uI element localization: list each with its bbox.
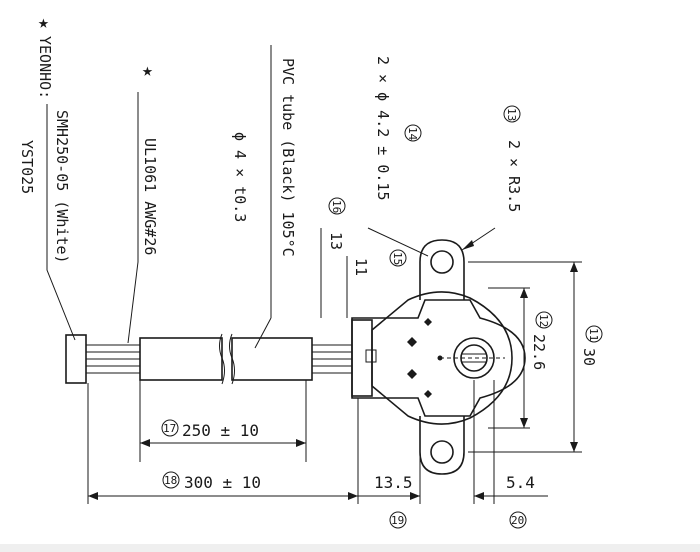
connector-part-label: YST025 bbox=[18, 140, 36, 194]
motor-outline bbox=[351, 299, 526, 417]
dim-13-5-label: 13.5 bbox=[374, 473, 413, 492]
len-250-label: 250 ± 10 bbox=[182, 421, 259, 440]
len-300-arrow-left bbox=[88, 492, 98, 500]
hole-leader bbox=[367, 227, 429, 257]
rivet-1 bbox=[407, 337, 417, 347]
marker-17-circle bbox=[161, 419, 179, 437]
wire-spec-label: UL1061 AWG#26 bbox=[141, 138, 159, 255]
rivet-2 bbox=[407, 369, 417, 379]
marker-19: 19 bbox=[391, 514, 404, 527]
marker-12: 12 bbox=[537, 314, 550, 327]
bottom-mount-hole bbox=[430, 440, 454, 464]
star-mark-brand: ★ bbox=[38, 12, 49, 33]
len-300-label: 300 ± 10 bbox=[184, 473, 261, 492]
len-300-arrow-right bbox=[348, 492, 358, 500]
motor-cover bbox=[371, 291, 513, 425]
dim-22-arrow-top bbox=[520, 288, 528, 298]
tube-break-left bbox=[219, 333, 225, 385]
bottom-mounting-ear bbox=[419, 416, 465, 475]
star-mark-wire: ★ bbox=[142, 60, 153, 81]
marker-16: 16 bbox=[330, 200, 343, 213]
marker-11: 11 bbox=[587, 328, 600, 341]
connector-housing bbox=[65, 334, 87, 384]
motor-cable-gland bbox=[351, 319, 373, 397]
marker-11-circle bbox=[585, 325, 603, 343]
pvc-tube-right bbox=[231, 337, 313, 381]
len-250-arrow-right bbox=[296, 439, 306, 447]
dim-5-4-label: 5.4 bbox=[506, 473, 535, 492]
dim-13-5-arrow bbox=[410, 492, 420, 500]
rivet-3 bbox=[424, 318, 432, 326]
tube-size-label: ϕ 4 × t0.3 bbox=[231, 132, 249, 222]
output-shaft-boss bbox=[453, 337, 495, 379]
marker-19-circle bbox=[389, 511, 407, 529]
marker-14: 14 bbox=[406, 127, 419, 141]
marker-16-circle bbox=[328, 197, 346, 215]
marker-20: 20 bbox=[511, 514, 524, 527]
marker-14-circle bbox=[404, 124, 422, 142]
len-250-arrow-left bbox=[140, 439, 150, 447]
dim-22-6-label: 22.6 bbox=[530, 334, 548, 370]
dim-30-arrow-top bbox=[570, 262, 578, 272]
tube-spec-label: PVC tube (Black) 105°C bbox=[279, 58, 297, 257]
pvc-tube-left bbox=[139, 337, 223, 381]
brand-label: YEONHO: bbox=[36, 36, 54, 99]
dim-22-arrow-bottom bbox=[520, 418, 528, 428]
dim-30-arrow-bottom bbox=[570, 442, 578, 452]
dim-30-label: 30 bbox=[580, 348, 598, 366]
marker-20-circle bbox=[509, 511, 527, 529]
marker-13: 13 bbox=[505, 108, 518, 121]
dim-13-label: 13 bbox=[327, 232, 345, 250]
radius-arrow bbox=[462, 240, 474, 250]
dim-5-4-arrow bbox=[474, 492, 484, 500]
marker-15: 15 bbox=[391, 252, 404, 265]
marker-13-circle bbox=[503, 105, 521, 123]
tube-leader-tip bbox=[254, 317, 272, 349]
gland-window bbox=[365, 349, 377, 363]
marker-18: 18 bbox=[164, 474, 177, 487]
rivet-4 bbox=[424, 390, 432, 398]
marker-18-circle bbox=[162, 471, 180, 489]
bottom-strip bbox=[0, 544, 700, 552]
top-mounting-ear bbox=[419, 239, 465, 300]
wire-leader-tip bbox=[127, 261, 139, 344]
marker-17: 17 bbox=[163, 422, 176, 435]
hole-diameter-label: 2 × ϕ 4.2 ± 0.15 bbox=[374, 56, 392, 201]
top-mount-hole bbox=[430, 250, 454, 274]
dim-11-label: 11 bbox=[352, 258, 370, 276]
marker-15-circle bbox=[389, 249, 407, 267]
marker-12-circle bbox=[535, 311, 553, 329]
connector-leader bbox=[46, 104, 76, 341]
connector-model-label: SMH250-05 (White) bbox=[53, 110, 71, 264]
radius-label: 2 × R3.5 bbox=[505, 140, 523, 212]
